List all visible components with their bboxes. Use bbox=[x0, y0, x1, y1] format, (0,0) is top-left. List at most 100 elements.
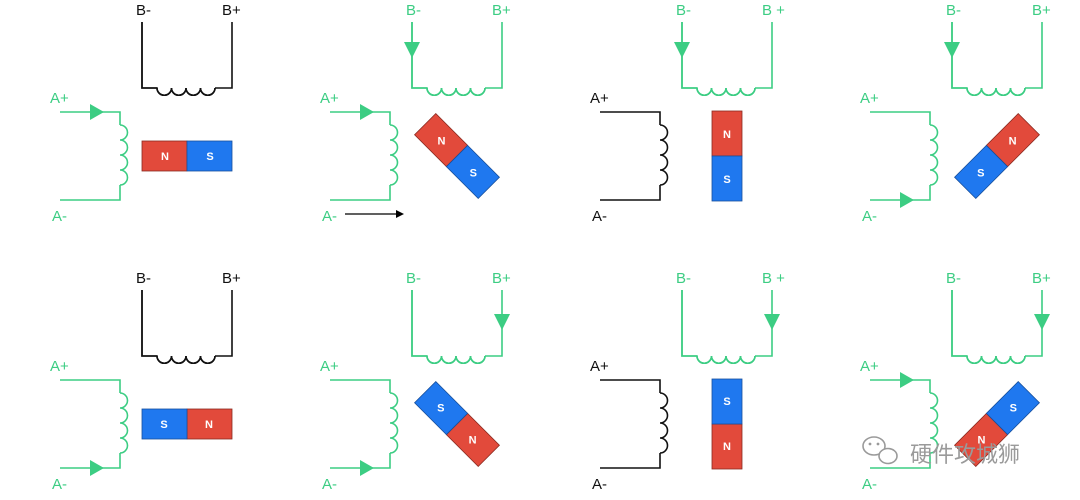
coil-a-winding bbox=[929, 124, 939, 186]
state-7-panel: B-B +A+A-NS bbox=[590, 270, 785, 493]
coil-b-winding bbox=[156, 87, 216, 96]
a-plus-label: A+ bbox=[860, 90, 879, 107]
rotor-magnet: NS bbox=[954, 113, 1040, 199]
north-pole-label: N bbox=[437, 135, 445, 147]
watermark: 硬件攻城狮 bbox=[862, 436, 1020, 468]
coil-a-bottom-wire bbox=[60, 453, 121, 469]
coil-a-top-wire bbox=[330, 379, 391, 393]
south-pole bbox=[414, 381, 469, 436]
coil-a: A+A- bbox=[860, 358, 939, 493]
sequence-arrow-icon bbox=[396, 210, 404, 218]
coil-b: B-B+ bbox=[946, 270, 1051, 364]
a-plus-label: A+ bbox=[590, 358, 609, 375]
coil-b-right-wire bbox=[755, 22, 773, 89]
coil-b-left-wire bbox=[141, 22, 216, 96]
current-arrow-b-plus-icon bbox=[764, 314, 780, 330]
south-pole bbox=[445, 144, 500, 199]
north-pole bbox=[711, 423, 743, 470]
south-pole bbox=[985, 381, 1040, 436]
south-pole bbox=[186, 140, 233, 172]
coil-b-right-wire bbox=[215, 22, 233, 89]
coil-b: B- B+ bbox=[946, 2, 1051, 96]
south-pole bbox=[141, 408, 188, 440]
b-minus-label: B- bbox=[136, 270, 151, 287]
coil-a-winding bbox=[929, 392, 939, 454]
a-plus-label: A+ bbox=[50, 358, 69, 375]
south-pole bbox=[711, 378, 743, 425]
a-minus-label: A- bbox=[322, 476, 337, 493]
b-minus-label: B- bbox=[946, 2, 961, 19]
a-plus-label: A+ bbox=[320, 358, 339, 375]
coil-b-right-wire bbox=[485, 22, 503, 89]
coil-a-winding bbox=[389, 124, 399, 186]
north-pole-label: N bbox=[1009, 135, 1017, 147]
coil-b-left-wire bbox=[141, 290, 216, 364]
rotor-magnet: NS bbox=[414, 381, 500, 467]
coil-a-bottom-wire bbox=[330, 453, 391, 469]
a-plus-label: A+ bbox=[860, 358, 879, 375]
a-minus-label: A- bbox=[52, 476, 67, 493]
coil-a: A+ A- bbox=[320, 358, 399, 493]
coil-a-winding bbox=[119, 124, 129, 186]
rotor-magnet: NS bbox=[954, 381, 1040, 467]
north-pole-label: N bbox=[723, 441, 731, 453]
coil-a-top-wire bbox=[330, 111, 391, 125]
coil-a-top-wire bbox=[600, 111, 661, 125]
coil-b: B-B+ bbox=[406, 2, 511, 96]
a-plus-label: A+ bbox=[320, 90, 339, 107]
coil-a: A+A- bbox=[50, 90, 129, 225]
current-arrow-b-minus-icon bbox=[404, 42, 420, 58]
b-plus-label: B+ bbox=[222, 2, 241, 19]
current-arrow-a-plus-icon bbox=[90, 104, 104, 120]
south-pole bbox=[711, 155, 743, 202]
current-arrow-b-minus-icon bbox=[944, 42, 960, 58]
state-3-panel: B-B +A+A- N S bbox=[590, 2, 785, 225]
north-pole-label: N bbox=[723, 129, 731, 141]
north-pole-label: N bbox=[205, 419, 213, 431]
coil-a-bottom-wire bbox=[870, 453, 931, 469]
coil-b-left-wire bbox=[951, 22, 1026, 96]
coil-a: A+A- bbox=[590, 90, 669, 225]
coil-a-winding bbox=[659, 392, 669, 454]
coil-b-winding bbox=[696, 87, 756, 96]
coil-a-top-wire bbox=[870, 111, 931, 125]
a-minus-label: A- bbox=[322, 208, 337, 225]
state-6-panel: B- B+ A+ A- NS bbox=[320, 270, 511, 493]
coil-b-left-wire bbox=[681, 290, 756, 364]
coil-a: A+A- bbox=[860, 90, 939, 225]
b-plus-label: B+ bbox=[492, 270, 511, 287]
north-pole-label: N bbox=[977, 435, 985, 447]
south-pole-label: S bbox=[1010, 403, 1017, 415]
coil-b-left-wire bbox=[411, 22, 486, 96]
rotor-magnet: NS bbox=[711, 378, 743, 470]
current-arrow-a-minus-icon bbox=[900, 192, 914, 208]
coil-a: A+ A- bbox=[50, 358, 129, 493]
coil-b-right-wire bbox=[755, 290, 773, 357]
b-minus-label: B- bbox=[406, 270, 421, 287]
coil-a-bottom-wire bbox=[60, 185, 121, 201]
coil-b: B-B + bbox=[676, 2, 785, 96]
coil-a-winding bbox=[119, 392, 129, 454]
watermark-text: 硬件攻城狮 bbox=[910, 443, 1020, 468]
south-pole-label: S bbox=[437, 403, 444, 415]
south-pole-label: S bbox=[723, 396, 730, 408]
b-minus-label: B- bbox=[946, 270, 961, 287]
current-arrow-a-plus-icon bbox=[900, 372, 914, 388]
north-pole-label: N bbox=[161, 151, 169, 163]
current-arrow-b-minus-icon bbox=[674, 42, 690, 58]
south-pole-label: S bbox=[723, 174, 730, 186]
coil-b-winding bbox=[156, 355, 216, 364]
coil-b-winding bbox=[966, 355, 1026, 364]
coil-a: A+ A- bbox=[320, 90, 399, 225]
b-plus-label: B+ bbox=[1032, 2, 1051, 19]
coil-b-winding bbox=[426, 355, 486, 364]
coil-b-left-wire bbox=[681, 22, 756, 96]
south-pole-label: S bbox=[206, 151, 213, 163]
rotor-magnet: NS bbox=[141, 408, 233, 440]
coil-a-bottom-wire bbox=[600, 453, 661, 469]
south-pole-label: S bbox=[470, 167, 477, 179]
coil-b-right-wire bbox=[215, 290, 233, 357]
coil-a-top-wire bbox=[60, 111, 121, 125]
